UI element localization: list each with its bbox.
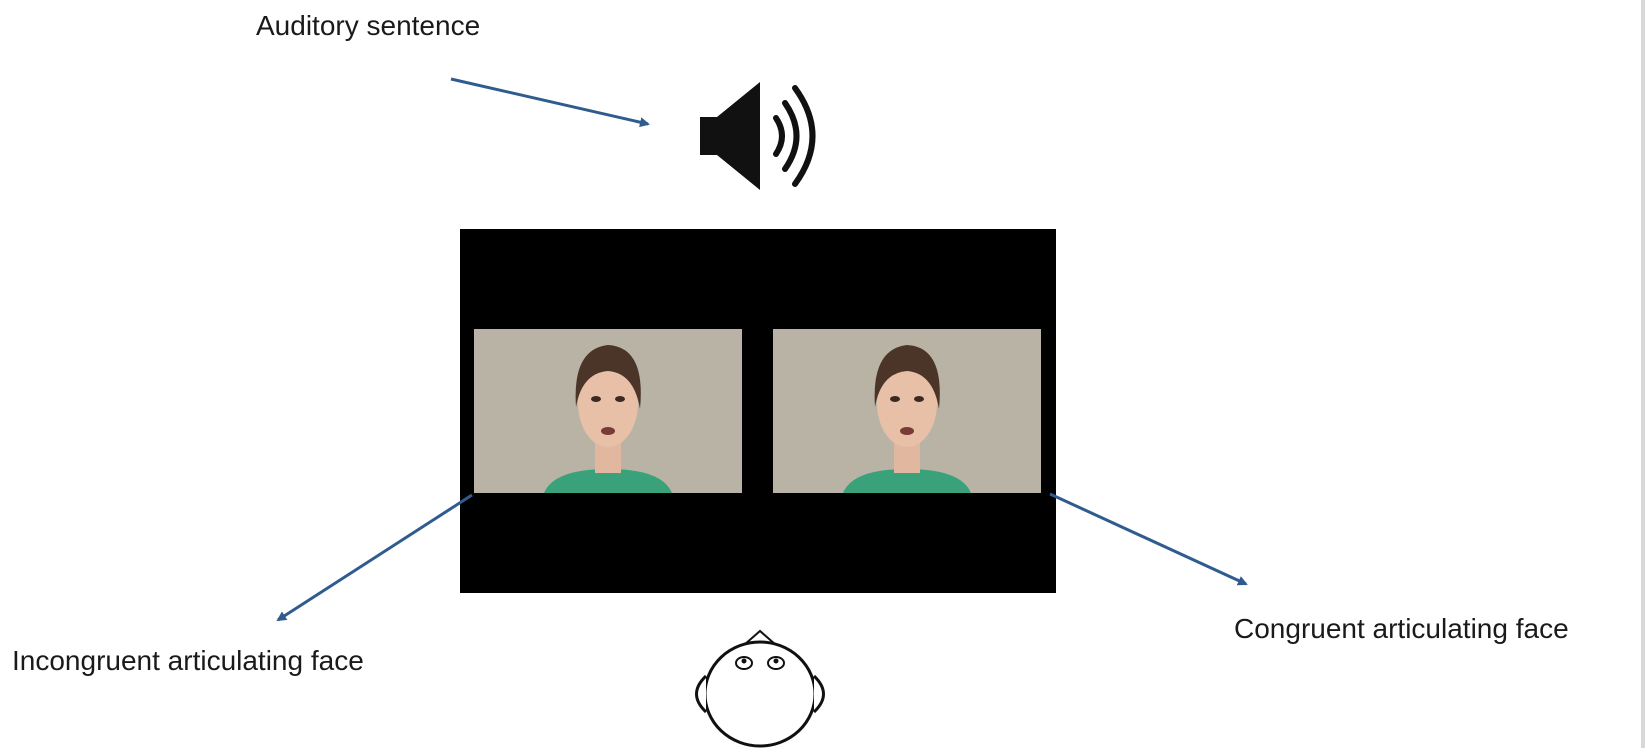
incongruent-face-label: Incongruent articulating face [12, 645, 364, 676]
congruent-face-video [773, 329, 1041, 493]
auditory-sentence-label: Auditory sentence [256, 10, 481, 41]
incongruent-face-video [474, 329, 742, 493]
face-image [773, 329, 1041, 493]
speaker-icon [700, 82, 816, 190]
observer-head-icon [695, 629, 825, 748]
arrow-to-congruent-label [1049, 492, 1248, 586]
display-screen [460, 229, 1056, 593]
arrow-to-speaker [450, 77, 650, 128]
face-image [474, 329, 742, 493]
right-border [1641, 0, 1645, 748]
congruent-face-label: Congruent articulating face [1234, 613, 1569, 644]
arrow-to-incongruent-label [276, 493, 473, 622]
